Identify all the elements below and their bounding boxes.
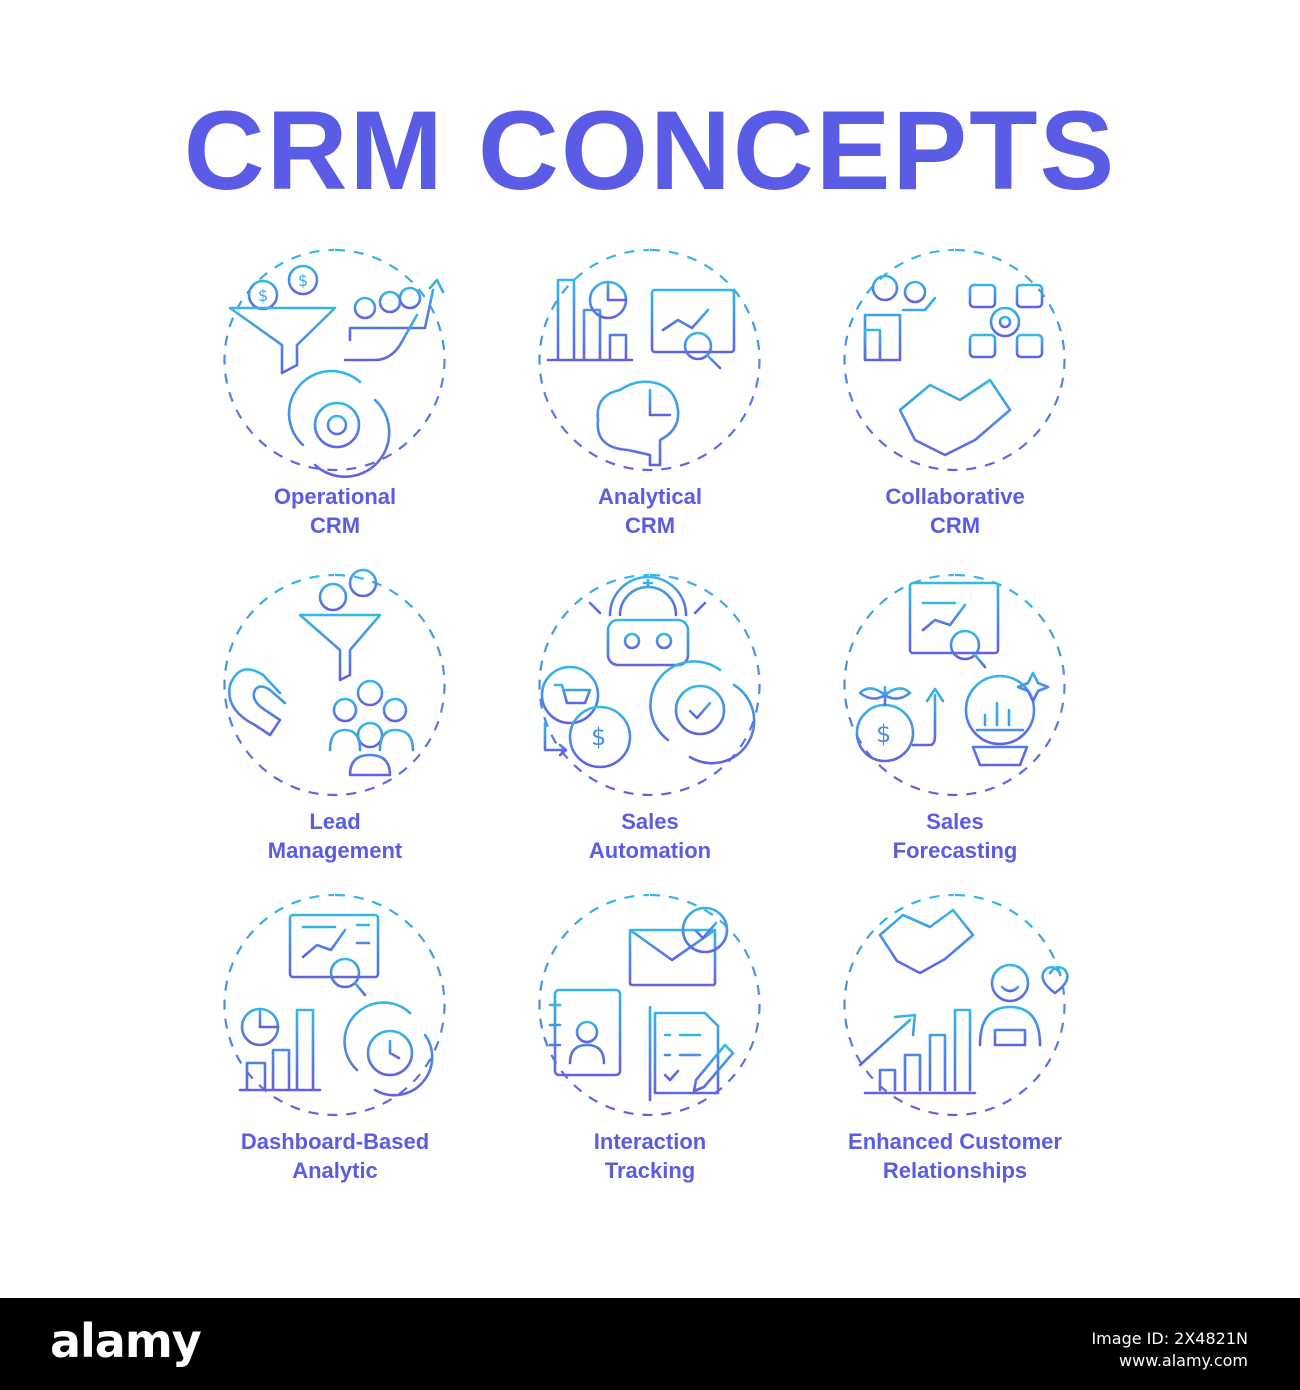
concept-label: Collaborative CRM	[885, 484, 1025, 538]
concept-label: Dashboard-Based Analytic	[240, 1129, 430, 1183]
svg-text:$: $	[591, 723, 606, 751]
concept-sales-automation: $ Sales Automation	[500, 573, 800, 915]
concept-label: Analytical CRM	[598, 484, 702, 538]
dashboard-chart-gear-icon	[223, 893, 446, 1117]
concept-lead-management: Lead Management	[185, 568, 485, 915]
concept-label: Sales Forecasting	[892, 809, 1018, 863]
svg-text:$: $	[298, 271, 308, 290]
page-title: CRM CONCEPTS	[183, 88, 1117, 213]
alamy-logo: alamy	[50, 1314, 202, 1368]
image-id-caption: Image ID: 2X4821N www.alamy.com	[1091, 1329, 1248, 1370]
svg-text:$: $	[258, 286, 268, 305]
concept-sales-forecasting: $ Sales Forecasting	[805, 573, 1105, 915]
concept-analytical-crm: Analytical CRM	[500, 248, 800, 590]
robot-cart-dollar-icon: $	[538, 573, 761, 797]
magnet-funnel-people-icon	[223, 568, 446, 797]
concept-label: Interaction Tracking	[593, 1129, 707, 1183]
concept-operational-crm: $ $ Operational CRM	[185, 248, 485, 590]
team-handshake-icon	[843, 248, 1066, 472]
concept-dashboard-based-analytic: Dashboard-Based Analytic	[185, 893, 485, 1235]
handshake-growth-heart-icon	[843, 893, 1069, 1117]
concept-label: Lead Management	[267, 809, 403, 863]
watermark-footer: alamy Image ID: 2X4821N www.alamy.com	[0, 1298, 1300, 1390]
concept-enhanced-customer-relationships: Enhanced Customer Relationships	[805, 893, 1105, 1235]
concept-label: Operational CRM	[273, 484, 397, 538]
crystal-ball-chart-icon: $	[843, 573, 1066, 797]
envelope-contacts-checklist-icon	[538, 893, 761, 1117]
charts-brain-icon	[538, 248, 761, 472]
concept-interaction-tracking: Interaction Tracking	[500, 893, 800, 1235]
concept-collaborative-crm: Collaborative CRM	[805, 248, 1105, 590]
svg-text:$: $	[876, 720, 891, 748]
funnel-team-gear-icon: $ $	[223, 248, 446, 479]
concept-label: Enhanced Customer Relationships	[848, 1129, 1062, 1183]
concept-label: Sales Automation	[588, 809, 712, 863]
